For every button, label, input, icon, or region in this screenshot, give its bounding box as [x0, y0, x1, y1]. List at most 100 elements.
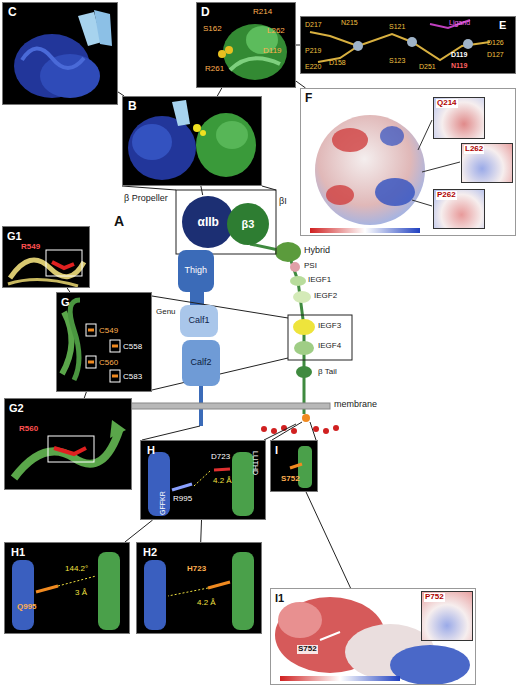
- zoom-connector: [200, 520, 202, 542]
- integrin-schematic: [264, 424, 296, 440]
- residue-label: S752: [281, 475, 300, 484]
- domain-label: IEGF3: [318, 322, 341, 331]
- residue-label: C558: [123, 343, 142, 352]
- integrin-schematic: [142, 426, 200, 440]
- residue-label: S123: [389, 57, 405, 65]
- integrin-schematic: [302, 414, 310, 422]
- structure-panel: G2R560: [4, 398, 132, 490]
- residue-label: LLITHD: [251, 451, 259, 475]
- panel-h-art: [172, 484, 192, 490]
- panel-i-art: [298, 446, 312, 488]
- residue-label: P219: [305, 47, 321, 55]
- panel-g2-art: [4, 398, 132, 490]
- residue-label: C583: [123, 373, 142, 382]
- panel-g1-art: [2, 226, 90, 288]
- panel-f-art: [332, 128, 368, 152]
- domain-label: β3: [242, 218, 255, 230]
- panel-g2-art: [14, 428, 120, 478]
- panel-e-art: [463, 39, 473, 49]
- panel-f-art: [375, 178, 415, 206]
- domain-label: A: [114, 214, 124, 229]
- structure-panel: DS162R214L262D119R261: [196, 2, 296, 88]
- integrin-schematic: [272, 422, 302, 440]
- integrin-schematic: [152, 358, 288, 390]
- integrin-schematic: [310, 422, 316, 440]
- structure-panel: H2H7234.2 Å: [136, 542, 262, 634]
- residue-label: D127: [487, 51, 504, 59]
- domain-label: β Tail: [318, 368, 337, 377]
- panel-h-art: [140, 440, 266, 520]
- panel-i-art: [290, 464, 302, 468]
- panel-f-art: [422, 162, 460, 172]
- domain-label: Calf2: [191, 358, 212, 368]
- integrin-schematic: [152, 296, 288, 318]
- panel-g-art: [88, 329, 94, 332]
- panel-b-art: [216, 121, 248, 149]
- panel-c-art: [94, 10, 112, 46]
- domain-label: Hybrid: [304, 246, 330, 256]
- integrin-schematic: [294, 341, 314, 355]
- integrin-schematic: [333, 425, 339, 431]
- panel-f-art: [326, 185, 354, 205]
- panel-d-art: [196, 2, 296, 88]
- panel-f-art: [380, 126, 404, 146]
- panel-d-art: [218, 50, 226, 58]
- zoom-connector: [296, 81, 306, 88]
- residue-label: E220: [305, 63, 321, 71]
- panel-g1-art: [46, 250, 82, 276]
- integrin-schematic: [323, 428, 329, 434]
- integrin-schematic: [262, 186, 276, 190]
- panel-i-art: [270, 440, 318, 492]
- panel-f-art: [300, 88, 516, 236]
- domain-block: Calf2: [182, 340, 220, 386]
- panel-e-art: [430, 20, 470, 28]
- panel-letter: H1: [11, 546, 25, 558]
- panel-g1-art: [10, 260, 84, 278]
- residue-label: 144.2°: [65, 565, 88, 574]
- residue-label: H723: [187, 565, 206, 574]
- panel-i1-art: [278, 602, 322, 638]
- domain-label: Thigh: [185, 266, 208, 276]
- integrin-schematic: [126, 403, 330, 409]
- circle-outline: [227, 203, 269, 245]
- residue-label: L262: [267, 27, 285, 36]
- domain-circle: β3: [226, 202, 270, 246]
- zoom-connector: [201, 186, 203, 195]
- integrin-schematic: [296, 366, 312, 378]
- panel-letter: P752: [424, 593, 445, 602]
- surface-panel: I1S752P752: [270, 588, 476, 685]
- panel-h-art: [148, 452, 170, 516]
- panel-e-art: [353, 41, 363, 51]
- panel-b-art: [122, 96, 262, 186]
- panel-i1-art: [270, 588, 476, 685]
- residue-label: 3 Å: [75, 589, 87, 598]
- integrin-schematic: [122, 186, 352, 440]
- panel-h-art: [232, 452, 254, 516]
- structure-panel: HGFFKRR995D7234.2 ÅLLITHD: [140, 440, 266, 520]
- panel-i1-art: [270, 588, 476, 685]
- structure-panel: GC549C558C560C583: [56, 292, 152, 392]
- panel-h1-art: [98, 552, 120, 630]
- integrin-schematic: [176, 190, 276, 254]
- zoom-connector: [125, 520, 153, 542]
- structure-panel: G1R549: [2, 226, 90, 288]
- panel-i1-art: [320, 632, 340, 640]
- panel-letter: G2: [9, 402, 24, 414]
- panel-letter: E: [499, 19, 506, 31]
- panel-g-art: [110, 370, 120, 382]
- residue-label: D723: [211, 453, 230, 462]
- residue-label: C560: [99, 359, 118, 368]
- panel-h-art: [194, 471, 210, 486]
- panel-f-art: [300, 88, 516, 236]
- residue-label: 4.2 Å: [213, 477, 232, 486]
- residue-label: S121: [389, 23, 405, 31]
- structure-panel: H1Q995144.2°3 Å: [4, 542, 130, 634]
- panel-d-art: [225, 46, 233, 54]
- residue-label: R560: [19, 425, 38, 434]
- residue-label: D119: [263, 47, 282, 56]
- panel-g-art: [86, 324, 96, 336]
- structure-panel: C: [2, 2, 118, 105]
- panel-e-art: [407, 37, 417, 47]
- panel-letter: D: [201, 6, 210, 19]
